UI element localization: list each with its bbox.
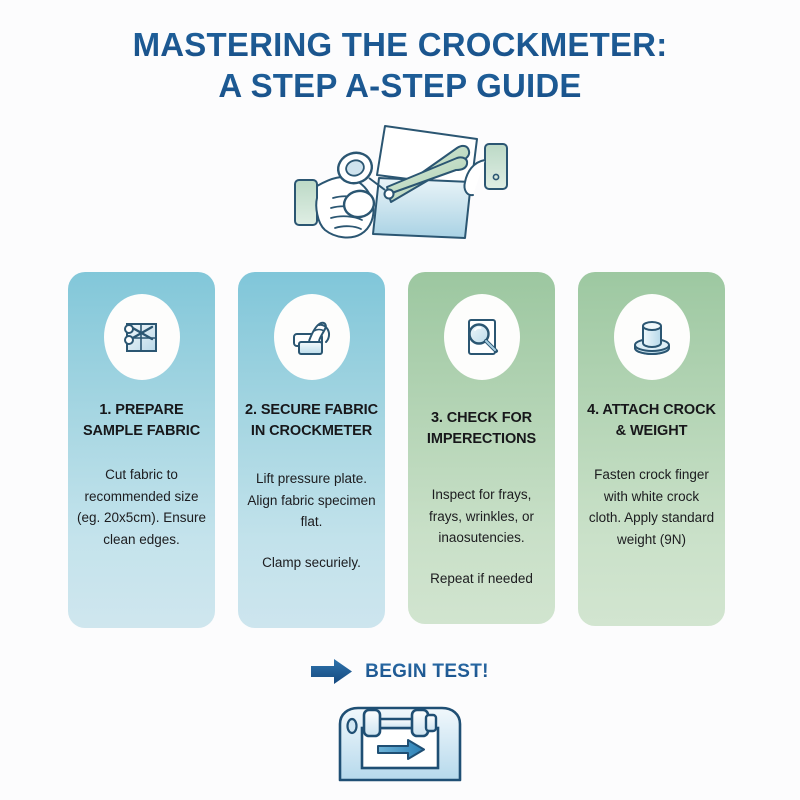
step-card-3-body-line-2: Repeat if needed [430,570,533,586]
step-card-3[interactable]: 3. CHECK FOR IMPERECTIONS Inspect for fr… [408,272,555,624]
begin-test-cta[interactable]: BEGIN TEST! [0,658,800,685]
step-card-3-heading: 3. CHECK FOR IMPERECTIONS [426,410,537,447]
step-card-2-body-line-2: Clamp securiely. [262,554,361,570]
step-card-3-body-line-1: Inspect for frays, frays, wrinkles, or i… [428,487,535,545]
crock-weight-cylinder-icon [613,294,690,380]
step-card-4[interactable]: 4. ATTACH CROCK & WEIGHT Fasten crock fi… [578,272,725,626]
hand-clamping-fabric-icon [273,294,350,380]
step-card-2-body-line-1: Lift pressure plate. Align fabric specim… [247,471,376,529]
step-card-4-body: Fasten crock finger with white crock clo… [586,464,717,550]
step-card-4-body-line-1: Fasten crock finger with white crock clo… [588,467,715,547]
step-card-4-heading: 4. ATTACH CROCK & WEIGHT [587,402,716,439]
page-title: MASTERING THE CROCKMETER: A STEP A-STEP … [0,24,800,106]
step-card-1[interactable]: 1. PREPARE SAMPLE FABRIC Cut fabric to r… [68,272,215,628]
step-card-1-heading: 1. PREPARE SAMPLE FABRIC [82,402,201,439]
title-line-2: A STEP A-STEP GUIDE [0,65,800,106]
step-card-2-body: Lift pressure plate. Align fabric specim… [246,468,377,573]
scissors-cutting-fabric-icon [103,294,180,380]
hands-cutting-fabric-with-scissors-illustration [281,112,529,247]
magnifying-glass-document-icon [443,294,520,380]
steps-card-list: 1. PREPARE SAMPLE FABRIC Cut fabric to r… [68,272,740,632]
title-line-1: MASTERING THE CROCKMETER: [0,24,800,65]
right-arrow-icon [311,659,353,684]
step-card-3-body: Inspect for frays, frays, wrinkles, or i… [416,484,547,589]
crockmeter-machine-icon [332,702,468,786]
step-card-2-heading: 2. SECURE FABRIC IN CROCKMETER [245,402,378,439]
step-card-2[interactable]: 2. SECURE FABRIC IN CROCKMETER Lift pres… [238,272,385,628]
step-card-1-body-line-1: Cut fabric to recommended size (eg. 20x5… [76,467,207,547]
begin-test-label: BEGIN TEST! [365,660,489,682]
step-card-1-body: Cut fabric to recommended size (eg. 20x5… [76,464,207,550]
